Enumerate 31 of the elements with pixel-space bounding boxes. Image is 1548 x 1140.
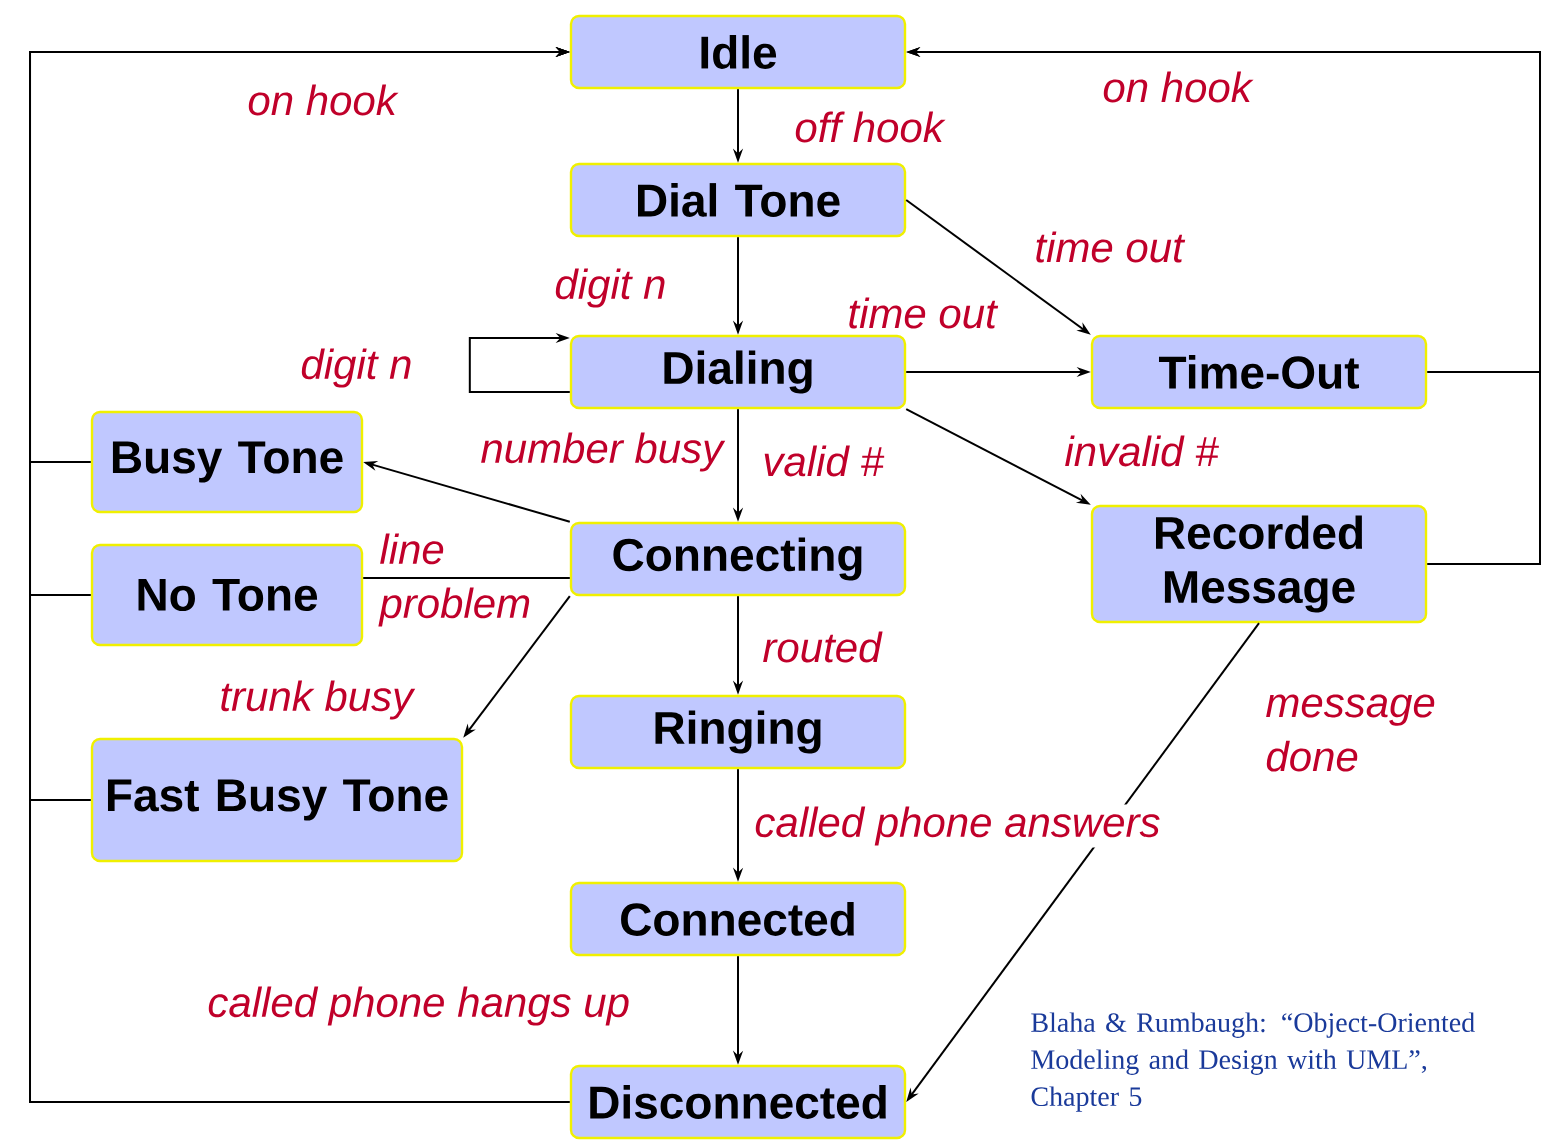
state-box: Busy Tone: [90, 410, 364, 514]
edge-label: line problem: [378, 533, 530, 627]
edge-label: number busy: [481, 432, 726, 472]
state-box: Time-Out: [1090, 334, 1428, 410]
state-box: Disconnected: [569, 1064, 907, 1140]
state-box: Ringing: [569, 694, 907, 770]
edge-label: routed: [763, 631, 883, 663]
edge-label: time out: [1036, 231, 1186, 263]
edge-label: on hook: [1103, 71, 1254, 103]
edge-label: valid #: [764, 445, 885, 477]
state-box: Fast Busy Tone: [90, 737, 464, 863]
edge-label: off hook: [795, 111, 946, 143]
state-box: Recorded Message: [1090, 504, 1428, 624]
edge-label: called phone hangs up: [208, 986, 629, 1026]
edge-label: message done: [1266, 694, 1435, 772]
state-box: Dial Tone: [569, 162, 907, 238]
edge-label: digit n: [301, 348, 411, 388]
state-box: Connecting: [569, 521, 907, 597]
state-box: Dialing: [569, 334, 907, 410]
arrow: [468, 332, 571, 393]
citation: Blaha & Rumbaugh: “Object-Oriented Modeling and Design with UML”, Chapter 5: [1031, 1012, 1475, 1112]
edge-label: called phone answers: [752, 804, 1163, 848]
state-box: Connected: [569, 881, 907, 957]
edge-label: digit n: [555, 268, 665, 308]
state-box: No Tone: [90, 543, 364, 647]
state-box: Idle: [569, 14, 907, 90]
edge-label: invalid #: [1065, 435, 1219, 467]
arrow: [29, 46, 571, 1103]
edge-label: trunk busy: [221, 680, 416, 720]
edge-label: on hook: [248, 84, 399, 116]
edge-label: time out: [849, 297, 999, 329]
